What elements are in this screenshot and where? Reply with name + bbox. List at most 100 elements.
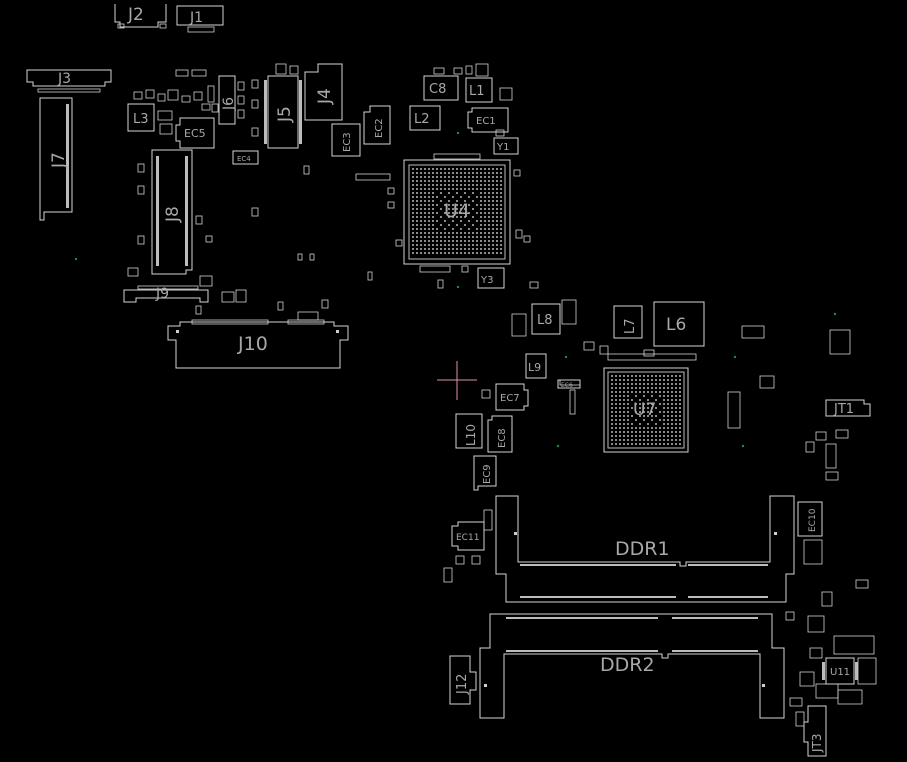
bga-ball (452, 168, 454, 170)
bga-ball (416, 200, 418, 202)
bga-ball (420, 220, 422, 222)
bga-ball (679, 395, 681, 397)
bga-ball (619, 387, 621, 389)
bga-ball (635, 419, 637, 421)
bga-ball (476, 240, 478, 242)
bga-ball (659, 395, 661, 397)
bga-ball (476, 176, 478, 178)
bga-ball (651, 431, 653, 433)
bga-ball (436, 168, 438, 170)
bga-ball (675, 379, 677, 381)
bga-ball (671, 435, 673, 437)
bga-ball (675, 439, 677, 441)
bga-ball (488, 240, 490, 242)
bga-ball (679, 379, 681, 381)
bga-ball (420, 184, 422, 186)
bga-ball (623, 431, 625, 433)
bga-ball (476, 196, 478, 198)
bga-ball (464, 188, 466, 190)
bga-ball (496, 196, 498, 198)
bga-ball (667, 435, 669, 437)
bga-ball (647, 403, 649, 405)
bga-ball (416, 220, 418, 222)
bga-ball (671, 391, 673, 393)
bga-ball (468, 236, 470, 238)
bga-ball (484, 216, 486, 218)
label-l10: L10 (464, 424, 478, 446)
bga-ball (643, 387, 645, 389)
bga-ball (428, 176, 430, 178)
bga-ball (623, 383, 625, 385)
label-jt1: JT1 (833, 402, 854, 417)
bga-ball (424, 176, 426, 178)
bga-ball (488, 252, 490, 254)
label-y1: Y1 (496, 142, 509, 153)
bga-ball (468, 180, 470, 182)
bga-ball (440, 216, 442, 218)
bga-ball (667, 387, 669, 389)
bga-ball (619, 379, 621, 381)
bga-ball (440, 168, 442, 170)
bga-ball (643, 375, 645, 377)
bga-ball (456, 212, 458, 214)
bga-ball (631, 439, 633, 441)
bga-ball (448, 176, 450, 178)
bga-ball (432, 212, 434, 214)
bga-ball (440, 200, 442, 202)
bga-ball (460, 236, 462, 238)
bga-ball (444, 220, 446, 222)
bga-ball (667, 407, 669, 409)
bga-ball (635, 395, 637, 397)
bga-ball (476, 172, 478, 174)
bga-ball (452, 228, 454, 230)
bga-ball (655, 383, 657, 385)
bga-ball (635, 427, 637, 429)
bga-ball (679, 407, 681, 409)
bga-ball (627, 427, 629, 429)
bga-ball (484, 236, 486, 238)
bga-ball (496, 252, 498, 254)
bga-ball (615, 403, 617, 405)
bga-ball (675, 435, 677, 437)
capacitor-ec2: EC2 (363, 105, 391, 145)
bga-ball (452, 196, 454, 198)
bga-ball (464, 208, 466, 210)
bga-ball (492, 216, 494, 218)
bga-ball (663, 383, 665, 385)
bga-ball (420, 236, 422, 238)
bga-ball (627, 443, 629, 445)
bga-ball (456, 176, 458, 178)
bga-ball (639, 443, 641, 445)
bga-ball (663, 427, 665, 429)
inductor-l7: L7 (613, 305, 643, 339)
bga-ball (432, 176, 434, 178)
bga-ball (432, 172, 434, 174)
bga-ball (651, 411, 653, 413)
bga-ball (488, 180, 490, 182)
bga-ball (420, 212, 422, 214)
bga-ball (444, 184, 446, 186)
label-u7: U7 (633, 400, 656, 420)
bga-ball (444, 180, 446, 182)
inductor-l10: L10 (455, 413, 483, 449)
inductor-l9: L9 (525, 353, 547, 379)
bga-ball (456, 180, 458, 182)
bga-ball (647, 375, 649, 377)
bga-ball (448, 216, 450, 218)
bga-ball (444, 244, 446, 246)
bga-ball (432, 220, 434, 222)
bga-ball (492, 168, 494, 170)
bga-ball (412, 252, 414, 254)
chip-u11: U11 (822, 657, 858, 685)
bga-ball (663, 403, 665, 405)
bga-ball (440, 244, 442, 246)
bga-ball (651, 443, 653, 445)
bga-ball (456, 168, 458, 170)
bga-ball (456, 248, 458, 250)
bga-ball (452, 172, 454, 174)
bga-ball (615, 379, 617, 381)
bga-ball (671, 399, 673, 401)
bga-ball (675, 419, 677, 421)
bga-ball (675, 407, 677, 409)
bga-ball (444, 168, 446, 170)
